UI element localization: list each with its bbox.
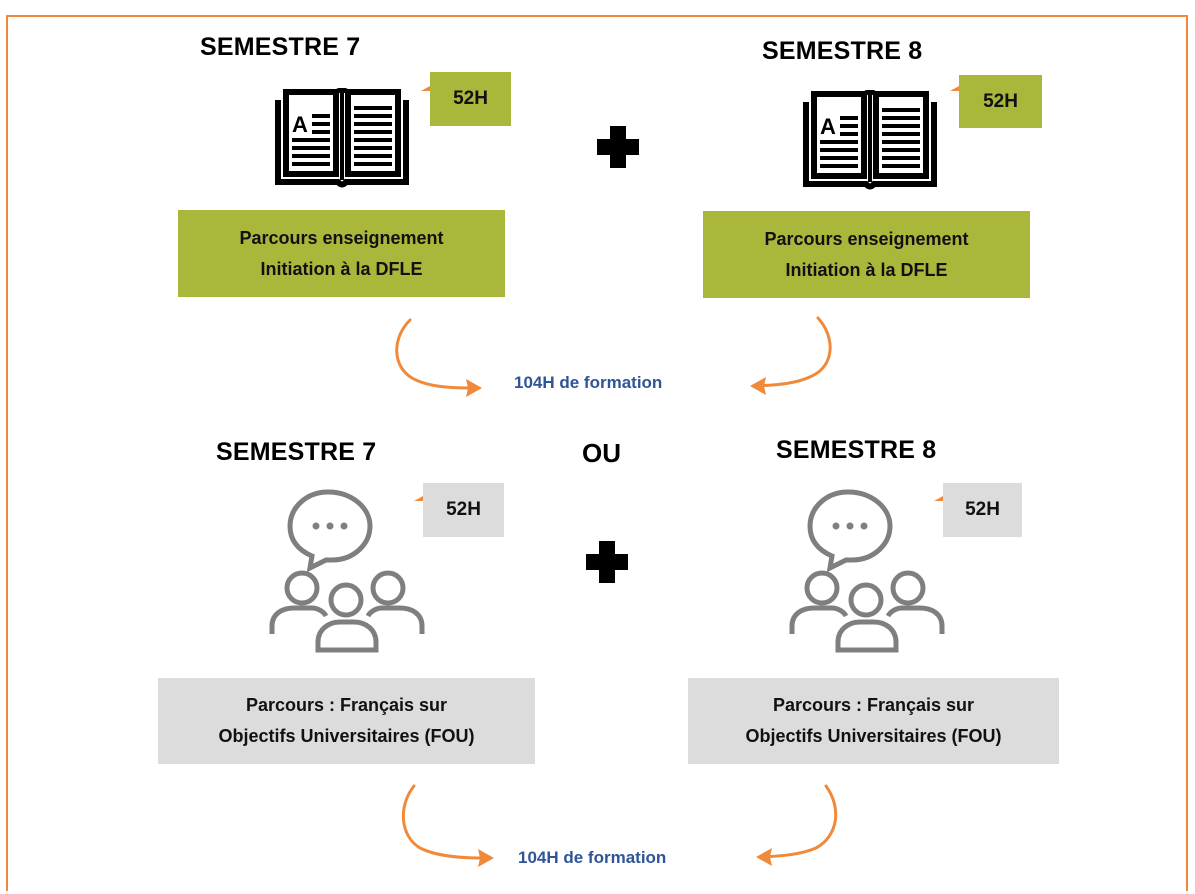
group-chat-icon (269, 489, 425, 653)
top-right-hours-badge: 52H (959, 75, 1042, 128)
course-line-2: Objectifs Universitaires (FOU) (745, 726, 1002, 746)
curved-arrow-icon (754, 316, 832, 388)
bottom-left-hours-badge: 52H (423, 483, 504, 537)
group-chat-icon (789, 489, 945, 653)
bottom-right-hours-badge: 52H (943, 483, 1022, 537)
bottom-total-label: 104H de formation (518, 848, 667, 867)
top-total-label: 104H de formation (514, 373, 663, 392)
course-line-2: Initiation à la DFLE (260, 258, 423, 279)
curved-arrow-icon (395, 318, 472, 390)
plus-icon (597, 126, 639, 168)
book-icon: A (275, 88, 409, 188)
or-separator: OU (582, 438, 621, 468)
diagram-frame (6, 15, 1188, 891)
book-icon: A (803, 90, 937, 190)
arrowhead-icon (756, 848, 772, 866)
curved-arrow-icon (401, 784, 484, 860)
svg-text:A: A (292, 112, 308, 137)
arrowhead-icon (750, 377, 766, 395)
hours-tab-marker (950, 86, 959, 91)
top-right-semester: SEMESTRE 8 (762, 37, 923, 65)
hours-tab-marker (934, 496, 943, 501)
course-line-1: Parcours enseignement (239, 227, 444, 248)
course-line-1: Parcours enseignement (764, 228, 969, 249)
arrowhead-icon (466, 379, 482, 397)
top-left-hours-badge: 52H (430, 72, 511, 126)
curved-arrow-icon (760, 784, 838, 859)
course-line-1: Parcours : Français sur (772, 695, 975, 715)
course-line-2: Initiation à la DFLE (785, 259, 948, 280)
hours-tab-marker (414, 496, 423, 501)
plus-icon (586, 541, 628, 583)
arrowhead-icon (478, 849, 494, 867)
hours-tab-marker (421, 86, 430, 91)
svg-text:A: A (820, 114, 836, 139)
course-line-2: Objectifs Universitaires (FOU) (218, 726, 475, 746)
bottom-left-semester: SEMESTRE 7 (216, 438, 377, 466)
top-left-semester: SEMESTRE 7 (200, 33, 361, 61)
bottom-right-semester: SEMESTRE 8 (776, 436, 937, 464)
course-line-1: Parcours : Français sur (245, 695, 448, 715)
